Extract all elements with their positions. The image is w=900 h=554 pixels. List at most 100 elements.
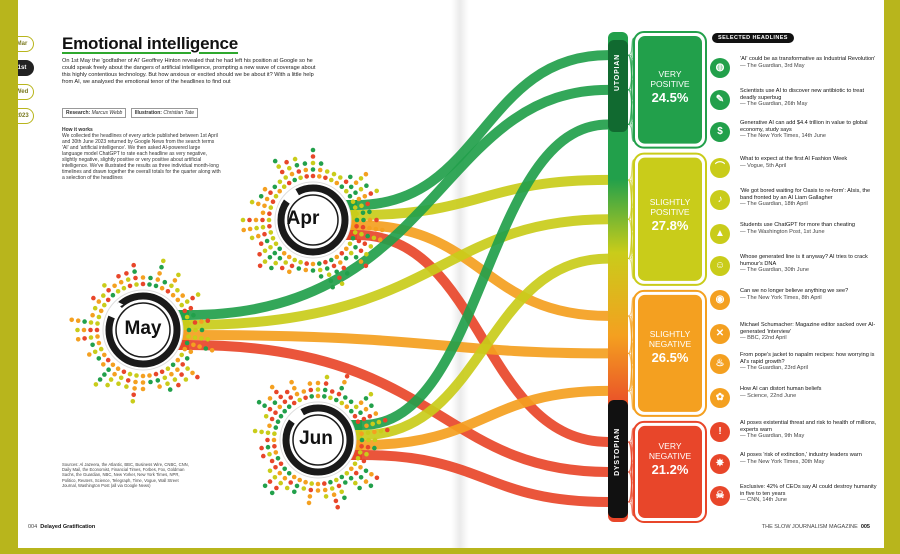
sentiment-dot <box>90 342 95 348</box>
sentiment-dot <box>364 423 369 429</box>
sentiment-dot <box>81 327 87 333</box>
sentiment-dot <box>360 224 366 230</box>
tab-month[interactable]: Mar <box>18 36 34 52</box>
utopian-bar <box>608 40 628 132</box>
sentiment-dot <box>343 255 349 261</box>
tab-weekday[interactable]: Wed <box>18 84 34 100</box>
sentiment-dot <box>368 191 374 196</box>
sentiment-dot <box>118 279 124 285</box>
sentiment-dot <box>184 340 190 346</box>
sentiment-dot <box>262 186 268 192</box>
flow-ribbon <box>188 84 609 320</box>
credits: Research: Marcus Webb Illustration: Chri… <box>62 108 201 118</box>
flow-ribbon <box>361 450 609 507</box>
sentiment-dot <box>162 279 168 285</box>
sentiment-dot <box>147 373 152 378</box>
sentiment-dot <box>266 217 272 223</box>
page-title: Emotional intelligence <box>62 34 239 53</box>
brain-icon: ✿ <box>710 388 730 408</box>
hub-center <box>115 302 171 358</box>
sentiment-dot <box>267 479 273 484</box>
sentiment-dot <box>348 399 354 405</box>
sentiment-dot <box>369 472 374 477</box>
footer-left: 004 Delayed Gratification <box>28 524 96 530</box>
sentiment-dot <box>283 175 289 180</box>
sentiment-dot <box>358 176 364 181</box>
sentiment-dot <box>278 394 284 400</box>
sentiment-dot <box>133 275 138 281</box>
tab-year[interactable]: 2023 <box>18 108 34 124</box>
sentiment-dot <box>268 245 273 250</box>
sentiment-dot <box>271 437 277 443</box>
sentiment-dot <box>115 289 121 294</box>
sentiment-dot <box>75 337 81 342</box>
sentiment-dot <box>269 265 274 271</box>
sentiment-dot <box>96 340 102 346</box>
sentiment-dot <box>353 245 358 250</box>
sentiment-dot <box>317 174 322 179</box>
cross-icon: ✕ <box>710 324 730 344</box>
sentiment-dot <box>176 382 181 388</box>
sentiment-dot <box>359 231 364 237</box>
sentiment-dot <box>301 389 307 394</box>
sentiment-dot <box>260 217 265 223</box>
sentiment-dot <box>310 261 316 267</box>
sentiment-dot <box>363 396 369 401</box>
sentiment-dot <box>180 362 185 367</box>
headline-text: How AI can distort human beliefs <box>740 386 822 392</box>
sentiment-dot <box>183 377 189 382</box>
sentiment-dot <box>260 224 266 230</box>
sentiment-dot <box>298 259 303 265</box>
sentiment-dot <box>191 312 196 318</box>
headline-source: — The New York Times, 14th June <box>740 133 827 140</box>
sentiment-dot <box>252 428 258 434</box>
sentiment-dot <box>337 275 342 281</box>
sentiment-dot <box>315 387 321 392</box>
sentiment-dot <box>199 319 204 324</box>
sentiment-dot <box>294 483 300 489</box>
sentiment-dot <box>277 404 283 410</box>
sentiment-dot <box>267 423 272 429</box>
sentiment-dot <box>281 251 287 256</box>
hub-arrow <box>293 413 300 420</box>
headline-item: Can we no longer believe anything we see… <box>740 288 880 301</box>
tab-day[interactable]: 1st <box>18 60 34 76</box>
sentiment-dot <box>365 430 371 436</box>
sentiment-dot <box>368 244 374 249</box>
sentiment-dot <box>172 377 178 382</box>
fan-line <box>627 99 635 125</box>
sentiment-dot <box>167 387 173 392</box>
sentiment-dot <box>358 475 364 480</box>
headline-source: — The New York Times, 30th May <box>740 458 825 465</box>
sentiment-dot <box>182 346 188 352</box>
sentiment-dot <box>360 210 366 216</box>
sentiment-dot <box>322 487 328 493</box>
sentiment-dot <box>365 201 371 207</box>
sentiment-dot <box>296 266 302 271</box>
sentiment-dot <box>157 271 162 276</box>
month-label-apr: Apr <box>286 208 320 229</box>
sentiment-dot <box>289 171 295 177</box>
sentiment-dot <box>385 427 390 433</box>
sentiment-dot <box>339 489 345 495</box>
sentiment-dot <box>106 288 111 293</box>
sentiment-dot <box>272 184 278 190</box>
sentiment-dot <box>358 465 363 470</box>
sentiment-dot <box>353 180 359 185</box>
headline-item: What to expect at the first AI Fashion W… <box>740 156 880 169</box>
sentiment-dot <box>370 421 376 427</box>
sentiment-dot <box>269 490 275 496</box>
sentiment-dot <box>348 475 354 481</box>
sentiment-dot <box>288 480 294 485</box>
sentiment-dot <box>282 408 288 414</box>
sentiment-dot <box>367 217 373 223</box>
sentiment-dot <box>256 233 261 239</box>
sentiment-dot <box>261 453 266 459</box>
sentiment-dot <box>267 224 272 229</box>
sentiment-dot <box>147 282 152 287</box>
sentiment-dot <box>286 471 292 476</box>
sentiment-dot <box>324 266 330 271</box>
hub-arrow <box>117 301 124 308</box>
sentiment-dot <box>286 404 292 410</box>
sentiment-dot <box>131 262 136 268</box>
